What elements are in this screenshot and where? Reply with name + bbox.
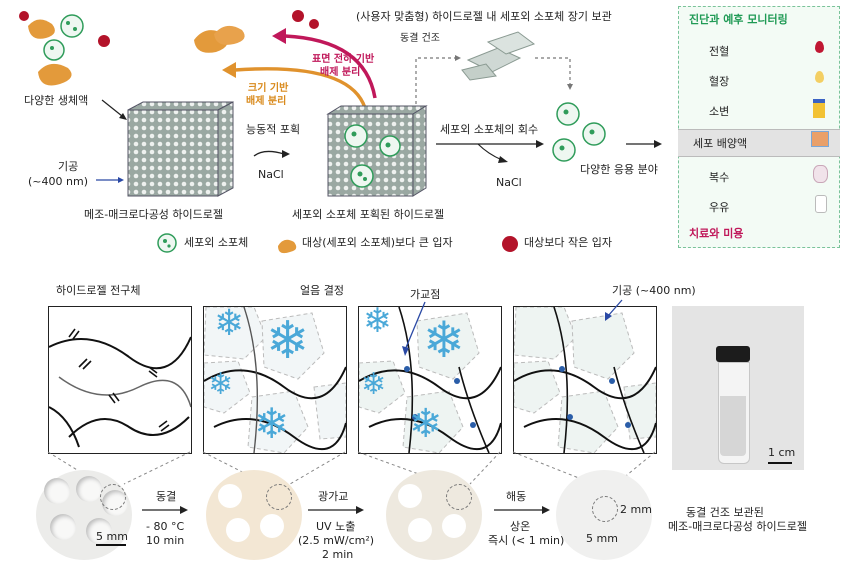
snowflake-icon: ❄: [266, 311, 310, 371]
pore-pointer-bottom: [605, 299, 623, 321]
item-milk: 우유: [709, 201, 730, 214]
biofluid-particles: [19, 11, 110, 86]
photo-caption-1: 동결 건조 보관된: [686, 506, 764, 519]
recovery-label: 세포외 소포체의 회수: [440, 123, 539, 136]
ascites-icon: [813, 165, 828, 183]
arrow-freeze: [142, 506, 188, 514]
freeze-dried-hydrogel: [461, 31, 536, 81]
item-plasma: 혈장: [709, 75, 730, 88]
panel-precursor: [48, 306, 192, 454]
application-arrow: [626, 140, 662, 148]
captured-label: 세포외 소포체 포획된 하이드로젤: [292, 208, 445, 221]
charge-separation-1: 표면 전하 기반: [312, 54, 375, 65]
freeze-dry-arrows: [415, 55, 573, 104]
dish-frozen: [206, 470, 302, 560]
item-cell-culture: 세포 배양액: [693, 137, 748, 150]
zoom-circle: [592, 496, 618, 522]
scale-5mm-b: 5 mm: [586, 532, 618, 545]
zoom-circle: [446, 484, 472, 510]
step-photo-crosslink: 광가교: [318, 490, 349, 503]
arrow-thaw: [494, 506, 550, 514]
legend-large: 대상(세포외 소포체)보다 큰 입자: [302, 236, 453, 249]
item-ascites: 복수: [709, 171, 730, 184]
step-freeze: 동결: [156, 490, 177, 503]
milk-bottle-icon: [815, 195, 827, 213]
excluded-particles: [194, 10, 319, 53]
nacl-2: NaCl: [496, 176, 522, 189]
legend-small-icon: [502, 236, 518, 252]
size-separation-2: 배제 분리: [246, 96, 287, 107]
applications-label: 다양한 응용 분야: [580, 163, 658, 176]
pore-size-label: 기공 (~400 nm): [612, 284, 696, 297]
uv-time: 2 min: [322, 548, 354, 561]
item-whole-blood: 전혈: [709, 45, 730, 58]
biofluids-label: 다양한 생체액: [24, 94, 89, 107]
urine-cup-icon: [813, 99, 825, 118]
monitoring-box: 진단과 예후 모니터링 전혈 혈장 소변 세포 배양액 복수 우유 치료와 미용: [678, 6, 840, 248]
freeze-temp: - 80 °C: [146, 520, 185, 533]
legend-large-icon: [278, 239, 297, 254]
size-separation-1: 크기 기반: [248, 83, 289, 94]
snowflake-icon: ❄: [254, 399, 290, 448]
pore-size: (~400 nm): [28, 175, 88, 188]
porous-hydrogel-cube: [127, 101, 234, 197]
panel-crosslinks: ❄ ❄ ❄ ❄: [358, 306, 502, 454]
freeze-dry-label: 동결 건조: [400, 33, 440, 44]
capture-arrow: [253, 150, 290, 158]
crosslink-pointer: [402, 301, 426, 356]
zoom-circle: [100, 484, 126, 510]
pore-label: 기공: [58, 160, 79, 173]
thaw-time: 즉시 (< 1 min): [488, 534, 565, 547]
scale-1cm: 1 cm: [768, 446, 796, 459]
nacl-1: NaCl: [258, 168, 284, 181]
precursor-label: 하이드로젤 전구체: [56, 284, 141, 297]
freeze-time: 10 min: [146, 534, 185, 547]
active-capture-label: 능동적 포획: [246, 123, 301, 136]
photo-caption-2: 메조-매크로다공성 하이드로젤: [668, 520, 808, 533]
hydrogel-label: 메조-매크로다공성 하이드로젤: [84, 208, 224, 221]
panel-ice-crystals: ❄ ❄ ❄ ❄: [203, 306, 347, 454]
snowflake-icon: ❄: [208, 367, 234, 402]
plasma-drop-icon: [815, 71, 824, 83]
snowflake-icon: ❄: [361, 367, 387, 402]
panel-pores: [513, 306, 657, 454]
uv-exposure: UV 노출: [316, 520, 356, 533]
recovered-evs: [552, 102, 606, 162]
recovery-arrows: [436, 140, 544, 163]
snowflake-icon: ❄: [214, 306, 245, 344]
captured-hydrogel-cube: [326, 105, 428, 197]
vial-photo: [672, 306, 804, 470]
legend-small: 대상보다 작은 입자: [524, 236, 612, 249]
item-urine: 소변: [709, 105, 730, 118]
blood-drop-icon: [815, 41, 824, 53]
legend-ev-icon: [157, 233, 177, 253]
thaw-condition: 상온: [510, 520, 531, 533]
pore-pointer: [96, 177, 124, 183]
snowflake-icon: ❄: [409, 401, 443, 447]
storage-caption: (사용자 맞춤형) 하이드로젤 내 세포외 소포체 장기 보관: [356, 10, 612, 23]
legend-ev: 세포외 소포체: [184, 236, 249, 249]
ice-crystal-label: 얼음 결정: [300, 284, 344, 297]
culture-flask-icon: [811, 131, 829, 147]
step-thaw: 해동: [506, 490, 527, 503]
scale-5mm-a: 5 mm: [96, 530, 128, 543]
charge-separation-2: 배제 분리: [320, 67, 361, 78]
uv-power: (2.5 mW/cm²): [298, 534, 375, 547]
arrow-photo: [308, 506, 364, 514]
arrow-to-hydrogel: [101, 99, 127, 120]
snowflake-icon: ❄: [363, 306, 392, 341]
scale-2mm: 2 mm: [620, 503, 652, 516]
scale-bar-a: [96, 544, 126, 546]
zoom-circle: [266, 484, 292, 510]
dish-crosslinked: [386, 470, 482, 560]
monitoring-title: 진단과 예후 모니터링: [689, 13, 788, 26]
snowflake-icon: ❄: [423, 311, 465, 369]
separation-arrows: [222, 28, 377, 109]
treatment-label: 치료와 미용: [689, 227, 744, 240]
dish-precursor: [36, 470, 132, 560]
crosslink-label: 가교점: [410, 288, 441, 301]
